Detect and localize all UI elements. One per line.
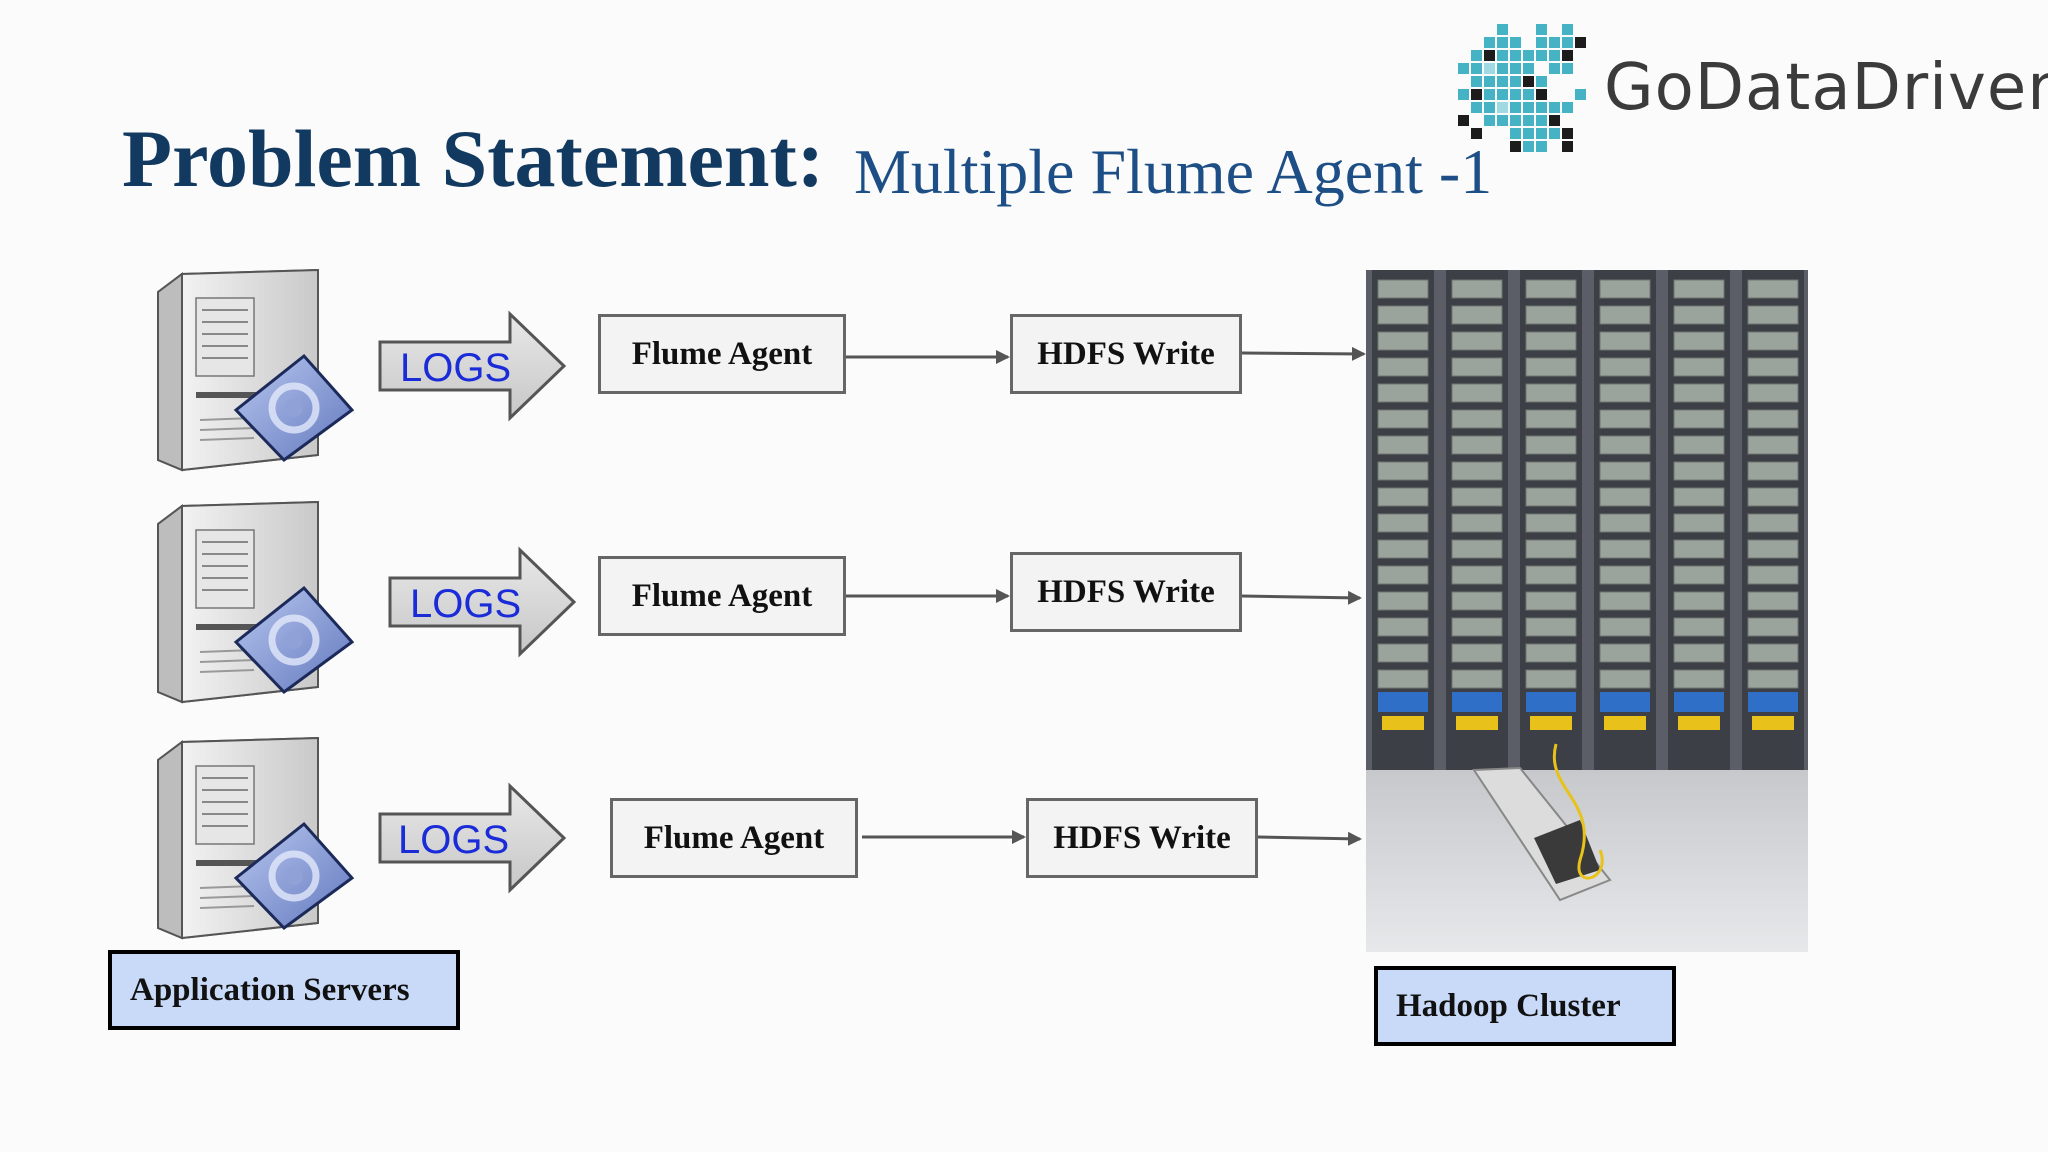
hdfs-write-box-3: HDFS Write — [1026, 798, 1258, 878]
server-icon — [158, 738, 352, 938]
flume-agent-box-1: Flume Agent — [598, 314, 846, 394]
logo-text: GoDataDriven — [1604, 51, 2048, 125]
page-title: Problem Statement: — [122, 113, 825, 204]
hdfs-write-box-2: HDFS Write — [1010, 552, 1242, 632]
hdfs-write-box-1: HDFS Write — [1010, 314, 1242, 394]
flume-agent-box-3: Flume Agent — [610, 798, 858, 878]
logs-label-3: LOGS — [398, 818, 510, 862]
connector-arrow — [1241, 590, 1362, 605]
logs-label-1: LOGS — [400, 346, 512, 390]
page-subtitle: Multiple Flume Agent -1 — [854, 136, 1493, 207]
server-rack-image — [1366, 270, 1808, 952]
logs-label-2: LOGS — [410, 582, 522, 626]
flume-agent-box-2: Flume Agent — [598, 556, 846, 636]
hadoop-cluster-label: Hadoop Cluster — [1374, 966, 1676, 1046]
connector-arrow — [1241, 346, 1366, 361]
app-servers-label: Application Servers — [108, 950, 460, 1030]
server-icon — [158, 270, 352, 470]
connector-arrow — [1257, 831, 1362, 846]
server-icon — [158, 502, 352, 702]
